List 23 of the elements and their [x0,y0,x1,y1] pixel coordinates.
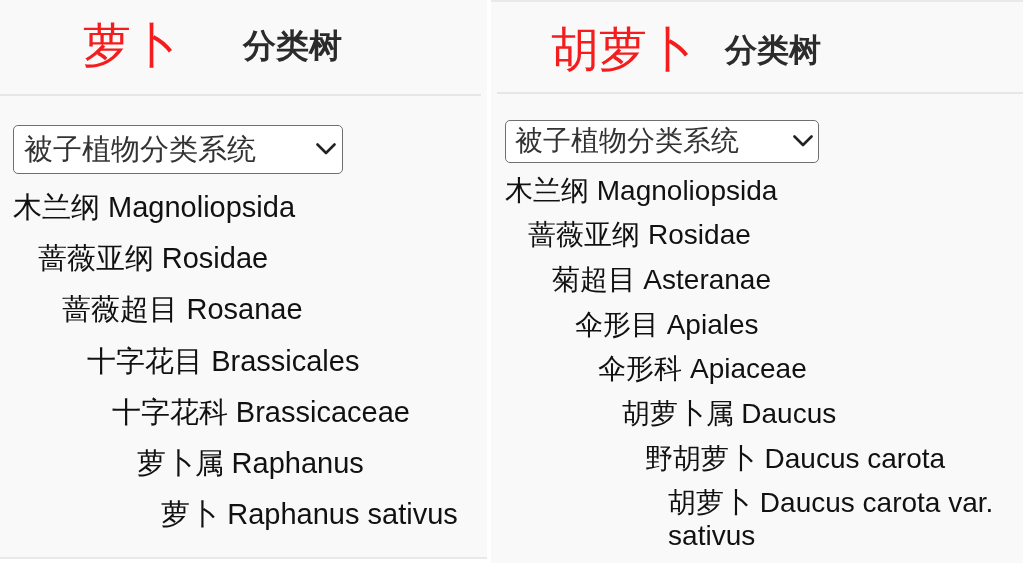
tree-item: 伞形科 Apiaceae [598,352,807,386]
tree-item: 胡萝卜属 Daucus [621,397,837,430]
tree-item: 菊超目 Asteranae [551,262,771,296]
section-heading: 分类树 [243,28,342,62]
tree-item: 十字花科 Brassicaceae [111,394,410,430]
tree-item: 蔷薇亚纲 Rosidae [37,241,269,277]
tree-item: 萝卜 Raphanus sativus [161,497,458,532]
tree-item: 野胡萝卜 Daucus carota [644,441,946,475]
taxonomy-panel [491,0,1023,563]
tree-item: 伞形目 Apiales [574,307,759,341]
tree-item: 胡萝卜 Daucus carota var. sativus [668,486,995,553]
dropdown-select: 被子植物分类系统 [13,125,343,174]
page-title: 萝卜 [83,22,179,70]
tree-item: 蔷薇超目 Rosanae [62,292,303,328]
section-heading: 分类树 [725,34,821,66]
tree-item: 萝卜属 Raphanus [136,445,364,481]
tree-item: 木兰纲 Magnoliopsida [505,173,778,207]
page-title: 胡萝卜 [551,26,695,74]
tree-item: 十字花目 Brassicales [87,343,360,379]
taxonomy-panel [0,0,487,559]
dropdown-select: 被子植物分类系统 [505,120,819,163]
tree-item: 蔷薇亚纲 Rosidae [528,218,751,252]
tree-item: 木兰纲 Magnoliopsida [13,190,296,225]
